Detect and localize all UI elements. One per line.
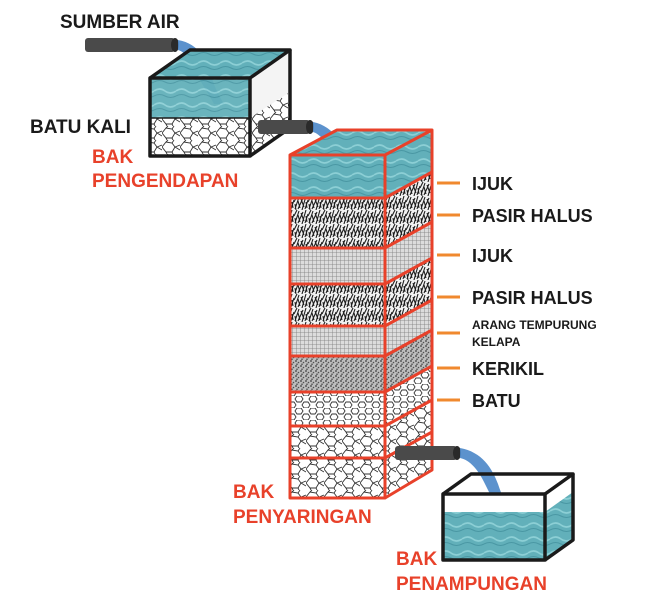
source-pipe [85, 38, 179, 52]
layer-label-arang-line2: KELAPA [472, 335, 521, 349]
layer-label-arang-line1: ARANG TEMPURUNG [472, 318, 597, 332]
layer-label-pasir-halus-1: PASIR HALUS [472, 206, 593, 226]
storage-tank [441, 472, 575, 562]
storage-tank-label-line2: PENAMPUNGAN [396, 574, 547, 595]
filter-outlet-pipe [395, 446, 461, 460]
settling-tank-label-line2: PENGENDAPAN [92, 171, 238, 192]
settling-outlet-pipe [258, 120, 314, 134]
filter-tank-label-line1: BAK [233, 482, 274, 503]
layer-leaders [437, 181, 460, 402]
filter-tank-label-line2: PENYARINGAN [233, 507, 372, 528]
layer-label-ijuk-2: IJUK [472, 246, 513, 266]
layer-label-kerikil: KERIKIL [472, 359, 544, 379]
storage-tank-label-line1: BAK [396, 549, 437, 570]
layer-label-batu: BATU [472, 391, 521, 411]
layer-label-pasir-halus-2: PASIR HALUS [472, 288, 593, 308]
source-label: SUMBER AIR [60, 12, 180, 33]
layer-label-ijuk-1: IJUK [472, 174, 513, 194]
stones-label: BATU KALI [30, 117, 131, 138]
settling-tank [148, 48, 292, 158]
filter-tank [288, 128, 434, 500]
settling-tank-label-line1: BAK [92, 147, 133, 168]
